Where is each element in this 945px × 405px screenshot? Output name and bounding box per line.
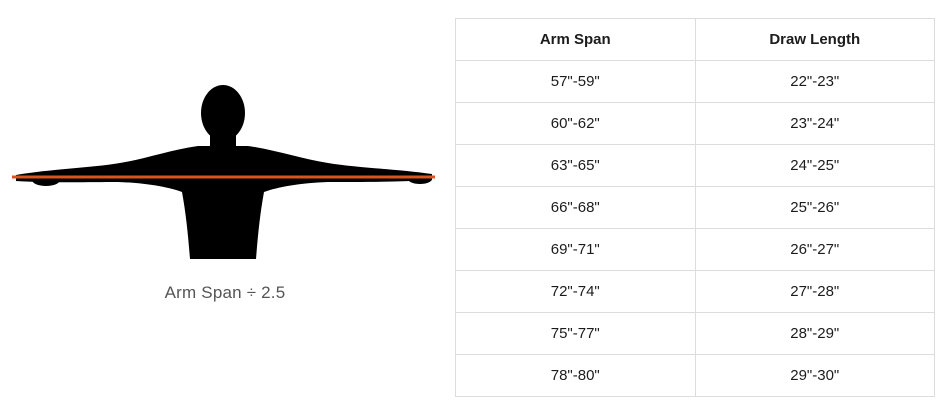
table-row: 63"-65" 24"-25" — [455, 144, 935, 187]
draw-length-cell: 24"-25" — [694, 144, 935, 187]
arm-span-cell: 60"-62" — [455, 102, 696, 145]
arm-span-cell: 78"-80" — [455, 354, 696, 397]
table-row: 66"-68" 25"-26" — [455, 186, 935, 229]
human-silhouette — [16, 85, 432, 259]
draw-length-cell: 28"-29" — [694, 312, 935, 355]
arm-span-silhouette-image — [12, 85, 435, 259]
table-row: 78"-80" 29"-30" — [455, 354, 935, 397]
arm-span-figure: Arm Span ÷ 2.5 — [0, 0, 450, 405]
table-header-row: Arm Span Draw Length — [455, 18, 935, 61]
table-row: 57"-59" 22"-23" — [455, 60, 935, 103]
draw-length-cell: 26"-27" — [694, 228, 935, 271]
draw-length-cell: 29"-30" — [694, 354, 935, 397]
draw-length-cell: 25"-26" — [694, 186, 935, 229]
table-row: 69"-71" 26"-27" — [455, 228, 935, 271]
table-row: 60"-62" 23"-24" — [455, 102, 935, 145]
table-row: 72"-74" 27"-28" — [455, 270, 935, 313]
arm-span-cell: 69"-71" — [455, 228, 696, 271]
draw-length-cell: 27"-28" — [694, 270, 935, 313]
arm-span-cell: 63"-65" — [455, 144, 696, 187]
draw-length-cell: 23"-24" — [694, 102, 935, 145]
column-header-arm-span: Arm Span — [455, 18, 696, 61]
draw-length-cell: 22"-23" — [694, 60, 935, 103]
arm-span-cell: 57"-59" — [455, 60, 696, 103]
arm-span-cell: 66"-68" — [455, 186, 696, 229]
arm-span-cell: 75"-77" — [455, 312, 696, 355]
table-row: 75"-77" 28"-29" — [455, 312, 935, 355]
column-header-draw-length: Draw Length — [694, 18, 935, 61]
draw-length-table: Arm Span Draw Length 57"-59" 22"-23" 60"… — [455, 18, 935, 397]
arm-span-cell: 72"-74" — [455, 270, 696, 313]
formula-caption: Arm Span ÷ 2.5 — [164, 283, 286, 302]
